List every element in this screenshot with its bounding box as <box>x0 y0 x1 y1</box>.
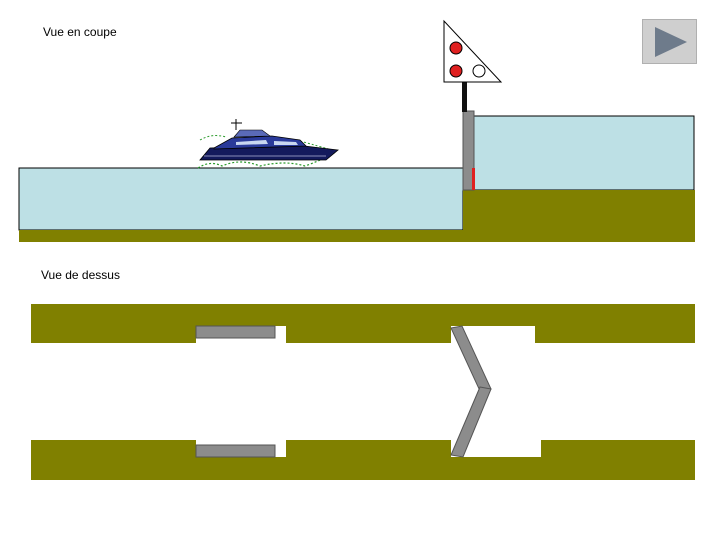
downstream-ground <box>19 230 463 242</box>
top-view <box>31 304 695 480</box>
bank-south-left <box>31 440 196 480</box>
upstream-water <box>471 115 695 191</box>
signal-light-red-upper <box>449 41 463 55</box>
upstream-gate-north <box>450 325 492 392</box>
bank-north-right <box>535 304 695 343</box>
section-view-label: Vue en coupe <box>43 25 117 39</box>
play-button[interactable] <box>642 19 697 64</box>
downstream-water <box>18 167 464 231</box>
lock-gate <box>462 110 475 191</box>
bank-south-bottom-strip <box>196 457 541 480</box>
section-view <box>18 19 695 242</box>
boat-icon <box>197 119 339 169</box>
play-icon <box>655 27 687 57</box>
downstream-gate-north <box>195 325 276 339</box>
gate-level-marker <box>472 168 475 190</box>
downstream-gate-south <box>195 444 276 458</box>
signal-light-red-lower <box>449 64 463 78</box>
upstream-gate-south <box>450 386 492 458</box>
bank-north-left <box>31 304 196 343</box>
bank-south-right <box>541 440 695 480</box>
signal-pole <box>462 82 467 112</box>
upstream-ground <box>463 190 695 242</box>
traffic-signal-icon <box>443 19 503 83</box>
bank-north-top-strip <box>196 304 535 326</box>
top-view-label: Vue de dessus <box>41 268 120 282</box>
signal-light-off <box>472 64 486 78</box>
